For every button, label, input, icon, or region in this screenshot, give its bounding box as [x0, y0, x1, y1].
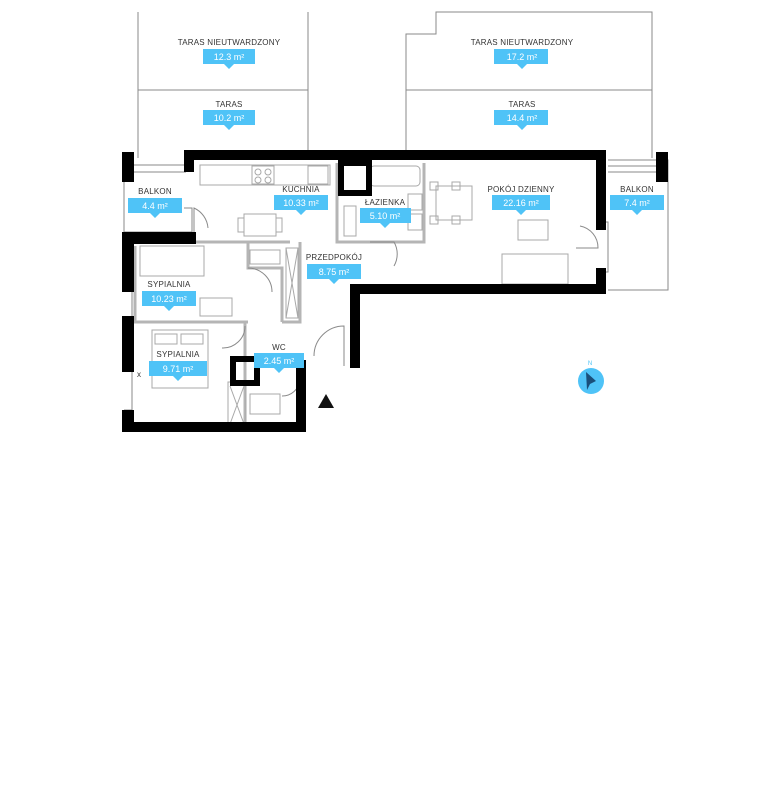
svg-text:7.4 m²: 7.4 m²: [624, 198, 650, 208]
room-label-sypialnia-1: SYPIALNIA 10.23 m²: [142, 280, 196, 311]
svg-text:10.33 m²: 10.33 m²: [283, 198, 319, 208]
svg-text:17.2 m²: 17.2 m²: [507, 52, 538, 62]
svg-text:12.3 m²: 12.3 m²: [214, 52, 245, 62]
svg-text:TARAS: TARAS: [215, 100, 242, 109]
room-label-przedpokoj: PRZEDPOKÓJ 8.75 m²: [306, 253, 362, 284]
room-label-taras-right: TARAS 14.4 m²: [494, 100, 548, 130]
svg-text:BALKON: BALKON: [138, 187, 172, 196]
svg-text:22.16 m²: 22.16 m²: [503, 198, 539, 208]
svg-text:TARAS: TARAS: [508, 100, 535, 109]
svg-text:WC: WC: [272, 343, 286, 352]
room-label-kuchnia: KUCHNIA 10.33 m²: [274, 185, 328, 215]
svg-text:SYPIALNIA: SYPIALNIA: [156, 350, 200, 359]
room-label-balkon-left: BALKON 4.4 m²: [128, 187, 182, 218]
svg-text:TARAS NIEUTWARDZONY: TARAS NIEUTWARDZONY: [178, 38, 281, 47]
svg-text:10.2 m²: 10.2 m²: [214, 113, 245, 123]
area-badge: [128, 198, 182, 218]
balcony-outlines: [123, 158, 669, 291]
exterior-walls: [122, 150, 668, 432]
area-badge: [494, 49, 548, 69]
svg-text:TARAS NIEUTWARDZONY: TARAS NIEUTWARDZONY: [471, 38, 574, 47]
area-badge: [492, 195, 550, 215]
area-badge: [307, 264, 361, 284]
room-label-pokoj-dzienny: POKÓJ DZIENNY 22.16 m²: [487, 185, 555, 215]
svg-text:2.45 m²: 2.45 m²: [264, 356, 295, 366]
area-badge: [203, 110, 255, 130]
svg-text:14.4 m²: 14.4 m²: [507, 113, 538, 123]
area-badge: [149, 361, 207, 381]
room-label-sypialnia-2: SYPIALNIA 9.71 m²: [149, 350, 207, 381]
area-badge: [203, 49, 255, 69]
area-badge: [360, 208, 411, 228]
svg-text:BALKON: BALKON: [620, 185, 654, 194]
svg-text:POKÓJ DZIENNY: POKÓJ DZIENNY: [487, 185, 555, 194]
room-label-taras-left: TARAS 10.2 m²: [203, 100, 255, 130]
svg-text:SYPIALNIA: SYPIALNIA: [147, 280, 191, 289]
interior-walls: [133, 163, 426, 428]
svg-text:9.71 m²: 9.71 m²: [163, 364, 194, 374]
svg-text:10.23 m²: 10.23 m²: [151, 294, 187, 304]
svg-text:4.4 m²: 4.4 m²: [142, 201, 168, 211]
room-label-wc: WC 2.45 m²: [254, 343, 304, 373]
svg-text:KUCHNIA: KUCHNIA: [282, 185, 320, 194]
terrace-outlines: [137, 11, 653, 158]
area-badge: [142, 291, 196, 311]
area-badge: [610, 195, 664, 215]
svg-text:ŁAZIENKA: ŁAZIENKA: [365, 198, 406, 207]
room-label-balkon-right: BALKON 7.4 m²: [610, 185, 664, 215]
area-badge: [274, 195, 328, 215]
room-labels: TARAS NIEUTWARDZONY 12.3 m² TARAS NIEUTW…: [128, 38, 664, 381]
svg-text:5.10 m²: 5.10 m²: [370, 211, 401, 221]
area-badge: [494, 110, 548, 130]
room-label-lazienka: ŁAZIENKA 5.10 m²: [360, 198, 411, 228]
room-label-taras-n-left: TARAS NIEUTWARDZONY 12.3 m²: [178, 38, 281, 69]
svg-text:8.75 m²: 8.75 m²: [319, 267, 350, 277]
doors: [124, 207, 609, 411]
window-mark: x: [137, 370, 141, 379]
compass-icon: N: [578, 361, 604, 394]
entrance-arrow-icon: [318, 394, 334, 408]
room-label-taras-n-right: TARAS NIEUTWARDZONY 17.2 m²: [471, 38, 574, 69]
compass-north-label: N: [588, 361, 592, 367]
area-badge: [254, 353, 304, 373]
svg-text:PRZEDPOKÓJ: PRZEDPOKÓJ: [306, 253, 362, 262]
